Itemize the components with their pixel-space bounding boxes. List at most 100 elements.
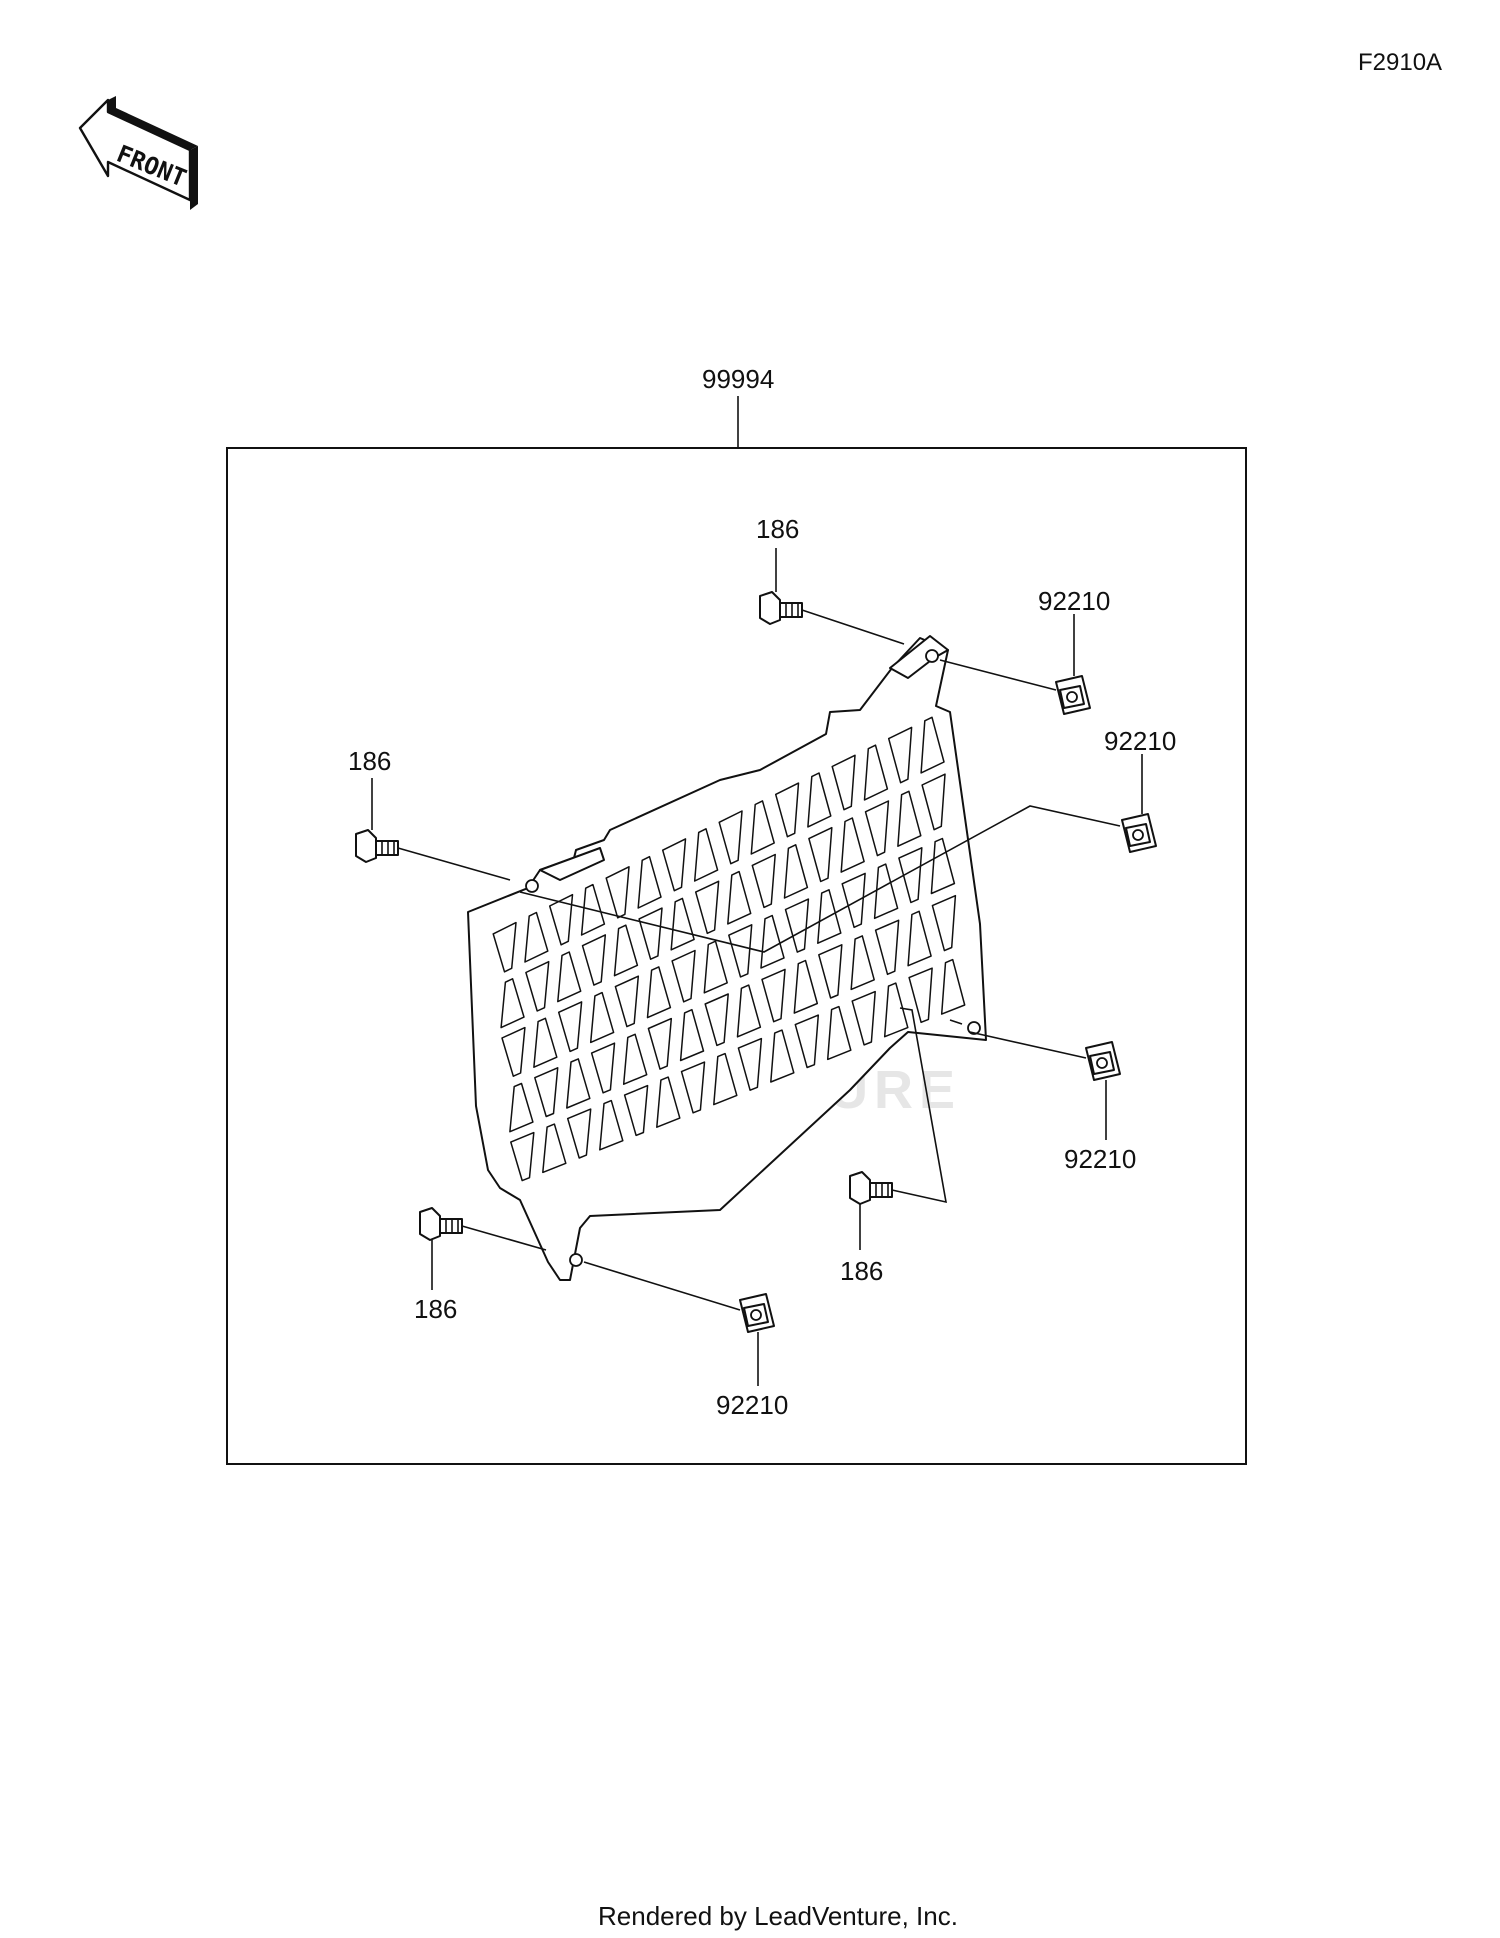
mesh-cutout — [898, 847, 923, 904]
mesh-cutout — [525, 960, 550, 1012]
mesh-cutout — [840, 817, 865, 873]
mesh-cutout — [557, 951, 582, 1003]
mesh-cutout — [680, 1061, 706, 1114]
mesh-cutout — [492, 921, 517, 973]
mesh-cutout — [921, 773, 946, 831]
mesh-cutout — [647, 1017, 673, 1070]
callout-bolt: 186 — [840, 1256, 883, 1286]
mesh-cutout — [931, 894, 957, 952]
mesh-cutout — [761, 968, 786, 1023]
mesh-cutout — [566, 1108, 592, 1159]
mesh-cutout — [887, 726, 913, 784]
mesh-cutout — [557, 1001, 583, 1053]
mesh-cutout — [808, 826, 833, 883]
mesh-cutout — [637, 855, 662, 909]
mesh-cutout — [599, 1099, 624, 1151]
kit-frame — [226, 447, 1247, 1465]
mesh-cutout — [907, 910, 932, 967]
mesh-cutout — [750, 800, 775, 855]
bolt-icon — [419, 1207, 463, 1241]
mesh-cutout — [831, 754, 856, 811]
mesh-cutout — [713, 1052, 738, 1106]
mesh-cutout — [534, 1067, 559, 1118]
mesh-cutout — [751, 853, 776, 909]
callout-bolt: 186 — [756, 514, 799, 544]
mesh-cutout — [704, 993, 729, 1047]
clip-nut-icon — [739, 1293, 775, 1333]
mesh-cutout — [841, 872, 866, 929]
mesh-cutout — [940, 958, 966, 1015]
callout-clip-nut: 92210 — [716, 1390, 788, 1420]
mesh-cutout — [614, 975, 640, 1028]
mesh-cutout — [863, 744, 889, 801]
mesh-cutout — [874, 919, 900, 976]
mesh-cutout — [703, 940, 728, 994]
assembly-label: 99994 — [702, 364, 774, 394]
mesh-cutout — [784, 898, 810, 953]
footer-credit: Rendered by LeadVenture, Inc. — [598, 1901, 958, 1931]
mesh-cutout — [500, 978, 525, 1029]
mesh-cutout — [533, 1017, 558, 1068]
mesh-cutout — [727, 870, 752, 925]
mesh-cutout — [566, 1058, 591, 1109]
clip-nut-icon — [1055, 675, 1091, 715]
mesh-cutout — [524, 911, 549, 963]
mesh-cutout — [605, 866, 630, 919]
mesh-cutout — [770, 1029, 795, 1083]
mesh-cutout — [590, 1042, 616, 1094]
bolt-icon — [849, 1171, 893, 1205]
mesh-cutout — [671, 949, 696, 1003]
callout-bolt: 186 — [414, 1294, 457, 1324]
mesh-cutout — [718, 810, 743, 865]
clip-nut-icon — [1085, 1041, 1121, 1081]
mesh-cutout — [818, 944, 843, 999]
mesh-cutout — [693, 828, 719, 882]
mesh-cutout — [774, 782, 800, 838]
mesh-cutout — [510, 1131, 535, 1182]
mesh-cutout — [908, 967, 933, 1024]
mesh-cutout — [794, 1014, 820, 1069]
mesh-cutout — [826, 1005, 852, 1061]
mesh-cutout — [807, 772, 832, 828]
mesh-cutout — [930, 837, 956, 895]
mesh-cutout — [736, 984, 762, 1038]
figure-code: F2910A — [1358, 49, 1442, 76]
mesh-cutout — [638, 907, 663, 960]
mesh-cutout — [670, 897, 695, 951]
mesh-cutout — [646, 966, 672, 1019]
mesh-cutout — [613, 924, 639, 977]
callout-clip-nut: 92210 — [1038, 586, 1110, 616]
mesh-cutout — [873, 863, 899, 920]
mesh-cutout — [728, 924, 753, 978]
mesh-cutout — [793, 959, 819, 1014]
callout-clip-nut: 92210 — [1064, 1144, 1136, 1174]
mesh-cutout — [679, 1008, 705, 1062]
mesh-cutout — [581, 934, 607, 986]
mesh-cutout — [920, 716, 945, 774]
mesh-cutout — [623, 1084, 649, 1137]
mesh-cutout — [850, 935, 875, 991]
mesh-cutout — [737, 1037, 763, 1091]
callout-bolt: 186 — [348, 746, 391, 776]
mesh-cutout — [661, 838, 687, 892]
radiator-screen — [467, 635, 987, 1281]
mesh-cutout — [622, 1033, 648, 1085]
mesh-cutout — [548, 893, 574, 946]
mesh-cutout — [883, 982, 909, 1038]
front-arrow-icon: FRONT — [78, 96, 198, 210]
clip-nut-icon — [1121, 813, 1157, 853]
mesh-cutout — [783, 844, 809, 899]
mesh-cutout — [509, 1082, 534, 1133]
mesh-cutout — [589, 991, 615, 1044]
bolt-icon — [759, 591, 803, 625]
mesh-cutout — [542, 1123, 567, 1174]
mesh-cutout — [694, 880, 720, 935]
mesh-cutout — [897, 790, 922, 847]
callout-clip-nut: 92210 — [1104, 726, 1176, 756]
mesh-cutout — [851, 990, 876, 1046]
mesh-cutout — [656, 1076, 681, 1128]
bolt-icon — [355, 829, 399, 863]
mesh-cutout — [864, 800, 890, 857]
mesh-cutout — [501, 1026, 526, 1077]
